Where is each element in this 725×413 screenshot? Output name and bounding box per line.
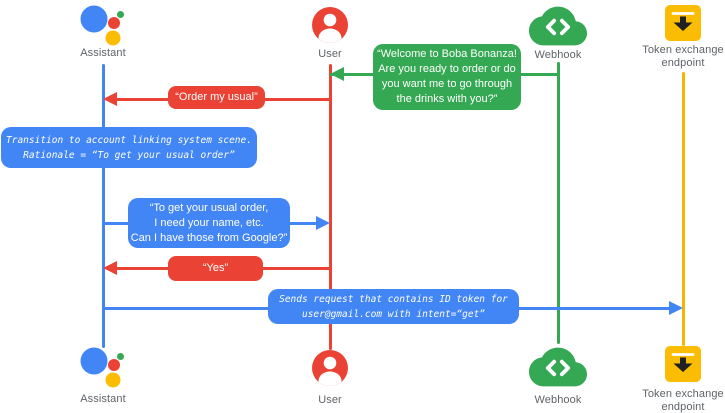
order-usual-arrowhead-icon	[103, 92, 117, 106]
cloud-code-icon	[529, 6, 587, 46]
inbox-download-icon	[665, 5, 701, 41]
assistant-label: Assistant	[80, 47, 126, 59]
sends-request-message-bubble: Sends request that contains ID token for…	[268, 289, 519, 324]
token-endpoint-label: Token exchange endpoint	[642, 44, 724, 69]
assistant-lifeline	[101, 64, 105, 348]
inbox-download-icon	[665, 346, 701, 382]
yes-arrowhead-icon	[103, 261, 117, 275]
transition-note-bubble: Transition to account linking system sce…	[1, 127, 257, 168]
token-endpoint-lifeline	[681, 72, 685, 346]
assistant-label: Assistant	[80, 393, 126, 405]
yes-message-bubble: “Yes”	[168, 256, 263, 281]
user-icon	[312, 7, 348, 43]
token-endpoint-label: Token exchange endpoint	[642, 388, 724, 413]
user-label: User	[318, 394, 342, 406]
user-icon	[312, 350, 348, 386]
webhook-label: Webhook	[534, 394, 582, 406]
need-name-message-bubble: “To get your usual order, I need your na…	[128, 198, 290, 248]
user-label: User	[318, 48, 342, 60]
welcome-message-bubble: “Welcome to Boba Bonanza! Are you ready …	[373, 44, 521, 110]
need-name-arrowhead-icon	[316, 216, 330, 230]
sends-request-arrowhead-icon	[669, 301, 683, 315]
user-lifeline	[328, 64, 332, 350]
welcome-arrowhead-icon	[330, 67, 344, 81]
cloud-code-icon	[529, 347, 587, 387]
webhook-lifeline	[556, 62, 560, 344]
order-usual-message-bubble: “Order my usual”	[168, 86, 265, 109]
google-assistant-icon	[80, 347, 124, 388]
google-assistant-icon	[80, 5, 124, 46]
webhook-label: Webhook	[534, 49, 582, 61]
